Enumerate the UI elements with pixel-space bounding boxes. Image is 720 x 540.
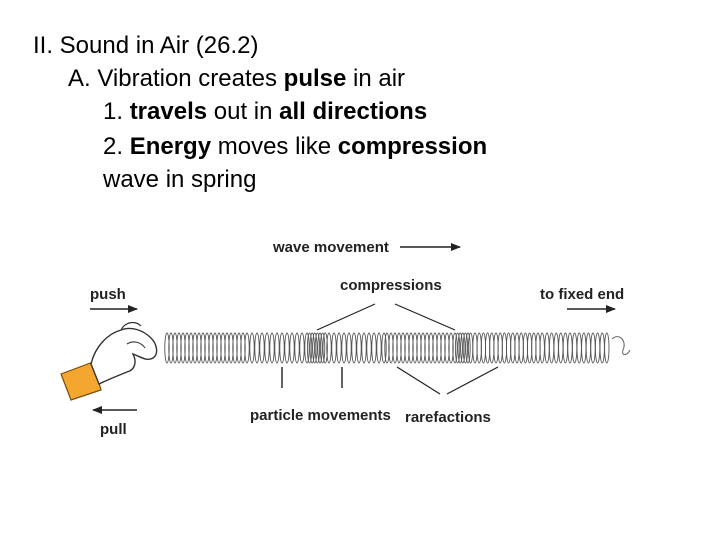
spring-coils — [165, 333, 609, 363]
spring-coil — [559, 333, 563, 363]
point-a-text: A. Vibration creates — [68, 65, 284, 92]
point-2-bold-energy: Energy — [130, 133, 211, 160]
spring-coil — [523, 333, 527, 363]
rarefactions-leader-left — [397, 367, 440, 394]
spring-coil — [506, 333, 510, 363]
to-fixed-end-label: to fixed end — [540, 286, 624, 303]
spring-coil — [532, 333, 536, 363]
spring-coil — [357, 333, 361, 363]
point-1-number: 1. — [103, 98, 130, 125]
spring-wave-diagram: wave movement compressions push to fixed… — [55, 222, 640, 447]
spring-coil — [250, 333, 254, 363]
compressions-leader-left — [317, 304, 375, 330]
spring-coil — [255, 333, 259, 363]
spring-coil — [511, 333, 515, 363]
spring-coil — [536, 333, 540, 363]
spring-coil — [295, 333, 299, 363]
spring-coil — [498, 333, 502, 363]
spring-fixed-end — [612, 337, 630, 355]
compressions-label: compressions — [340, 277, 442, 294]
spring-coil — [519, 333, 523, 363]
spring-coil — [377, 333, 381, 363]
point-2-continued: wave in spring — [103, 166, 256, 194]
spring-coil — [477, 333, 481, 363]
spring-coil — [342, 333, 346, 363]
hand-icon — [61, 323, 157, 400]
spring-coil — [270, 333, 274, 363]
spring-coil — [586, 333, 590, 363]
spring-coil — [352, 333, 356, 363]
spring-coil — [285, 333, 289, 363]
spring-coil — [485, 333, 489, 363]
point-1: 1. travels out in all directions — [103, 98, 427, 126]
spring-coil — [481, 333, 485, 363]
spring-coil — [595, 333, 599, 363]
point-2-text: moves like — [211, 133, 338, 160]
spring-coil — [527, 333, 531, 363]
spring-coil — [265, 333, 269, 363]
pull-label: pull — [100, 421, 127, 438]
point-a-text-end: in air — [346, 65, 405, 92]
spring-coil — [515, 333, 519, 363]
spring-coil — [545, 333, 549, 363]
point-1-bold-directions: all directions — [279, 98, 427, 125]
spring-coil — [577, 333, 581, 363]
spring-coil — [473, 333, 477, 363]
heading-text: II. Sound in Air (26.2) — [33, 32, 258, 59]
point-a-bold: pulse — [284, 65, 347, 92]
spring-coil — [554, 333, 558, 363]
point-2-bold-compression: compression — [338, 133, 487, 160]
spring-coil — [600, 333, 604, 363]
spring-coil — [490, 333, 494, 363]
point-2-continued-text: wave in spring — [103, 166, 256, 193]
spring-coil — [591, 333, 595, 363]
spring-coil — [280, 333, 284, 363]
spring-coil — [332, 333, 336, 363]
spring-coil — [582, 333, 586, 363]
spring-coil — [300, 333, 304, 363]
push-label: push — [90, 286, 126, 303]
point-2: 2. Energy moves like compression — [103, 133, 487, 161]
spring-coil — [563, 333, 567, 363]
point-1-bold-travels: travels — [130, 98, 207, 125]
spring-coil — [540, 333, 544, 363]
spring-coil — [572, 333, 576, 363]
point-1-text: out in — [207, 98, 279, 125]
slide-heading: II. Sound in Air (26.2) — [33, 32, 258, 60]
wave-movement-label: wave movement — [272, 239, 389, 256]
spring-coil — [337, 333, 341, 363]
spring-coil — [502, 333, 506, 363]
spring-coil — [275, 333, 279, 363]
spring-coil — [260, 333, 264, 363]
rarefactions-leader-right — [447, 367, 498, 394]
point-2-number: 2. — [103, 133, 130, 160]
spring-coil — [568, 333, 572, 363]
spring-coil — [362, 333, 366, 363]
spring-coil — [290, 333, 294, 363]
rarefactions-label: rarefactions — [405, 409, 491, 426]
point-a: A. Vibration creates pulse in air — [68, 65, 405, 93]
spring-coil — [367, 333, 371, 363]
spring-coil — [549, 333, 553, 363]
spring-coil — [347, 333, 351, 363]
spring-coil — [605, 333, 609, 363]
compressions-leader-right — [395, 304, 455, 330]
spring-coil — [494, 333, 498, 363]
particle-movements-label: particle movements — [250, 407, 391, 424]
spring-coil — [372, 333, 376, 363]
hand-palm — [91, 328, 157, 384]
